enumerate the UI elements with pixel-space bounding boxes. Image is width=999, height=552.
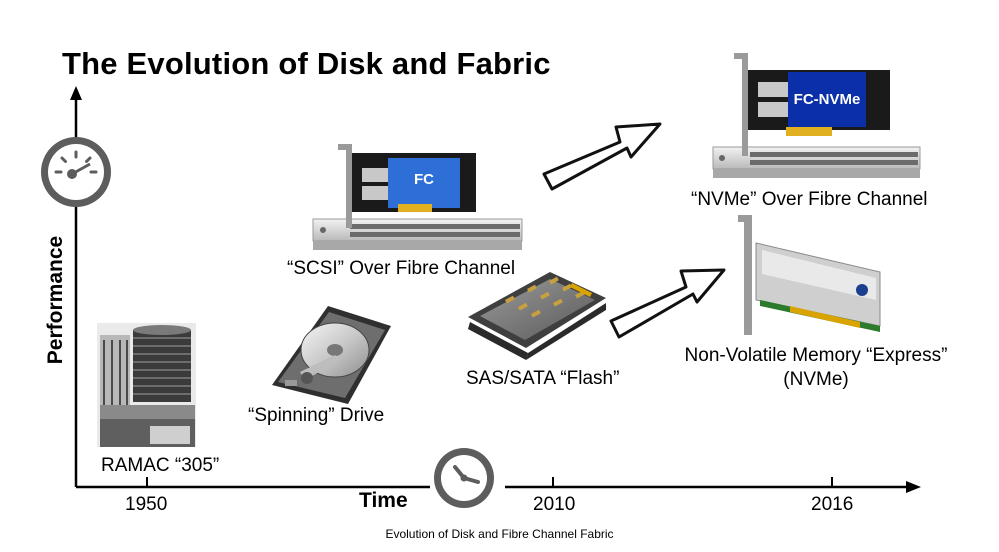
ssd-icon <box>468 272 606 360</box>
tick-label-1950: 1950 <box>125 494 168 515</box>
spinning-drive-label: “Spinning” Drive <box>248 405 385 426</box>
x-axis-label: Time <box>359 489 408 512</box>
y-axis-label: Performance <box>44 235 67 365</box>
x-axis <box>76 477 921 493</box>
pcie-card-icon <box>738 215 881 335</box>
ramac-machine-icon <box>97 323 196 447</box>
fc-nvme-card-label: FC-NVMe <box>793 91 861 108</box>
speedometer-icon <box>41 137 111 207</box>
fc-nvme-card-icon <box>734 53 890 156</box>
figure-caption: Evolution of Disk and Fibre Channel Fabr… <box>385 527 614 541</box>
fc-switch-icon <box>312 218 523 250</box>
fc-card-label: FC <box>414 171 434 188</box>
flash-label: SAS/SATA “Flash” <box>466 368 620 389</box>
arrow-icon <box>609 268 726 339</box>
fc-card-icon <box>338 144 476 228</box>
fc-nvme-switch-icon <box>712 146 921 178</box>
nvme-label-line2: (NVMe) <box>783 369 849 390</box>
clock-icon <box>434 448 494 508</box>
tick-label-2010: 2010 <box>533 494 576 515</box>
nvme-fc-label: “NVMe” Over Fibre Channel <box>691 189 928 210</box>
arrow-icon <box>542 122 662 191</box>
hard-drive-icon <box>272 306 391 404</box>
tick-label-2016: 2016 <box>811 494 854 515</box>
scsi-fc-label: “SCSI” Over Fibre Channel <box>287 258 516 279</box>
nvme-label-line1: Non-Volatile Memory “Express” <box>684 345 948 366</box>
page-title: The Evolution of Disk and Fabric <box>62 46 551 81</box>
ramac-label: RAMAC “305” <box>101 455 220 476</box>
